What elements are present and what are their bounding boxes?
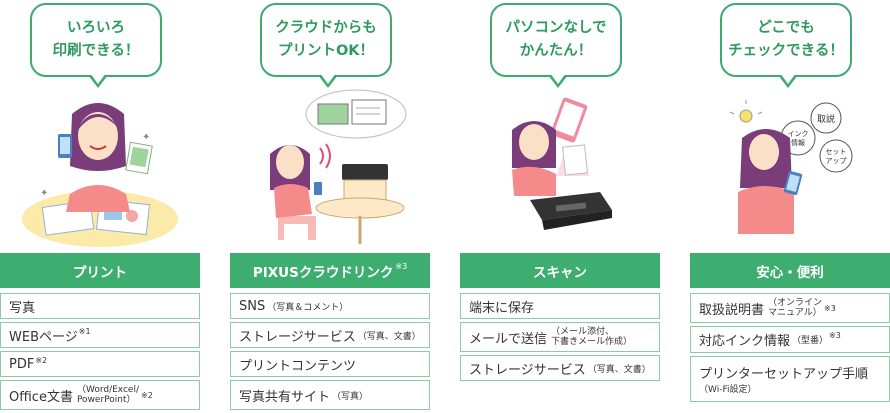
list-item: プリンターセットアップ手順（Wi-Fi設定） [690,356,890,402]
feature-list: 写真 WEBページ※1 PDF※2 Office文書（Word/Excel/Po… [0,293,200,413]
section-header: PIXUSクラウドリンク※3 [230,253,430,288]
speech-bubble: クラウドからも プリントOK！ [260,3,392,88]
speech-bubble: パソコンなしで かんたん！ [490,3,622,88]
list-item: SNS（写真＆コメント） [230,293,430,319]
list-item: PDF※2 [0,351,200,377]
cloud-printing-illustration [270,89,407,244]
bubble-line: チェックできる！ [728,43,844,59]
feature-column-scan: パソコンなしで かんたん！ スキャン 端末に保存 メールで送信（メール添付、下書… [460,0,660,411]
speech-bubble: どこでも チェックできる！ [720,3,852,88]
list-item: 対応インク情報（型番）※3 [690,326,890,353]
svg-text:インク: インク [788,130,809,138]
feature-list: 端末に保存 メールで送信（メール添付、下書きメール作成） ストレージサービス（写… [460,293,660,384]
svg-text:✦: ✦ [142,132,150,143]
speech-bubble: いろいろ 印刷できる！ [30,3,162,88]
svg-text:情報: 情報 [791,138,805,147]
section-header: プリント [0,253,200,288]
bubble-line: どこでも [757,20,815,36]
list-item: 写真共有サイト（写真） [230,380,430,410]
feature-column-cloud: クラウドからも プリントOK！ PIXUSクラウドリンク※3 SNS（写真＆コメ… [230,0,430,411]
bubble-line: いろいろ [67,20,125,36]
feature-column-convenience: どこでも チェックできる！ 取説 インク 情報 セット アップ 安心・便利 取扱… [690,0,890,411]
checking-info-illustration: 取説 インク 情報 セット アップ [729,100,853,234]
list-item: WEBページ※1 [0,322,200,348]
list-item: Office文書（Word/Excel/PowerPoint）※2 [0,380,200,410]
feature-column-print: いろいろ 印刷できる！ ✦ ✦ プリント 写真 WEBページ※1 PDF※2 O… [0,0,200,411]
svg-text:アップ: アップ [826,157,847,165]
bubble-line: かんたん！ [519,43,593,59]
scanning-illustration [512,97,612,230]
feature-list: 取扱説明書（オンラインマニュアル）※3 対応インク情報（型番）※3 プリンターセ… [690,293,890,405]
bubble-line: プリントOK！ [277,43,375,59]
list-item: プリントコンテンツ [230,351,430,377]
svg-text:取説: 取説 [817,113,835,125]
bubble-line: クラウドからも [275,20,377,36]
section-header: 安心・便利 [690,253,890,288]
list-item: 写真 [0,293,200,319]
list-item: ストレージサービス（写真、文書） [460,355,660,381]
feature-list: SNS（写真＆コメント） ストレージサービス（写真、文書） プリントコンテンツ … [230,293,430,413]
list-item: メールで送信（メール添付、下書きメール作成） [460,322,660,352]
section-header: スキャン [460,253,660,288]
bubble-line: 印刷できる！ [52,43,140,59]
bubble-line: パソコンなしで [505,20,607,36]
svg-text:✦: ✦ [40,188,48,199]
list-item: 取扱説明書（オンラインマニュアル）※3 [690,293,890,323]
woman-with-photos-illustration: ✦ ✦ [22,103,178,247]
svg-text:セット: セット [826,148,847,156]
list-item: ストレージサービス（写真、文書） [230,322,430,348]
list-item: 端末に保存 [460,293,660,319]
